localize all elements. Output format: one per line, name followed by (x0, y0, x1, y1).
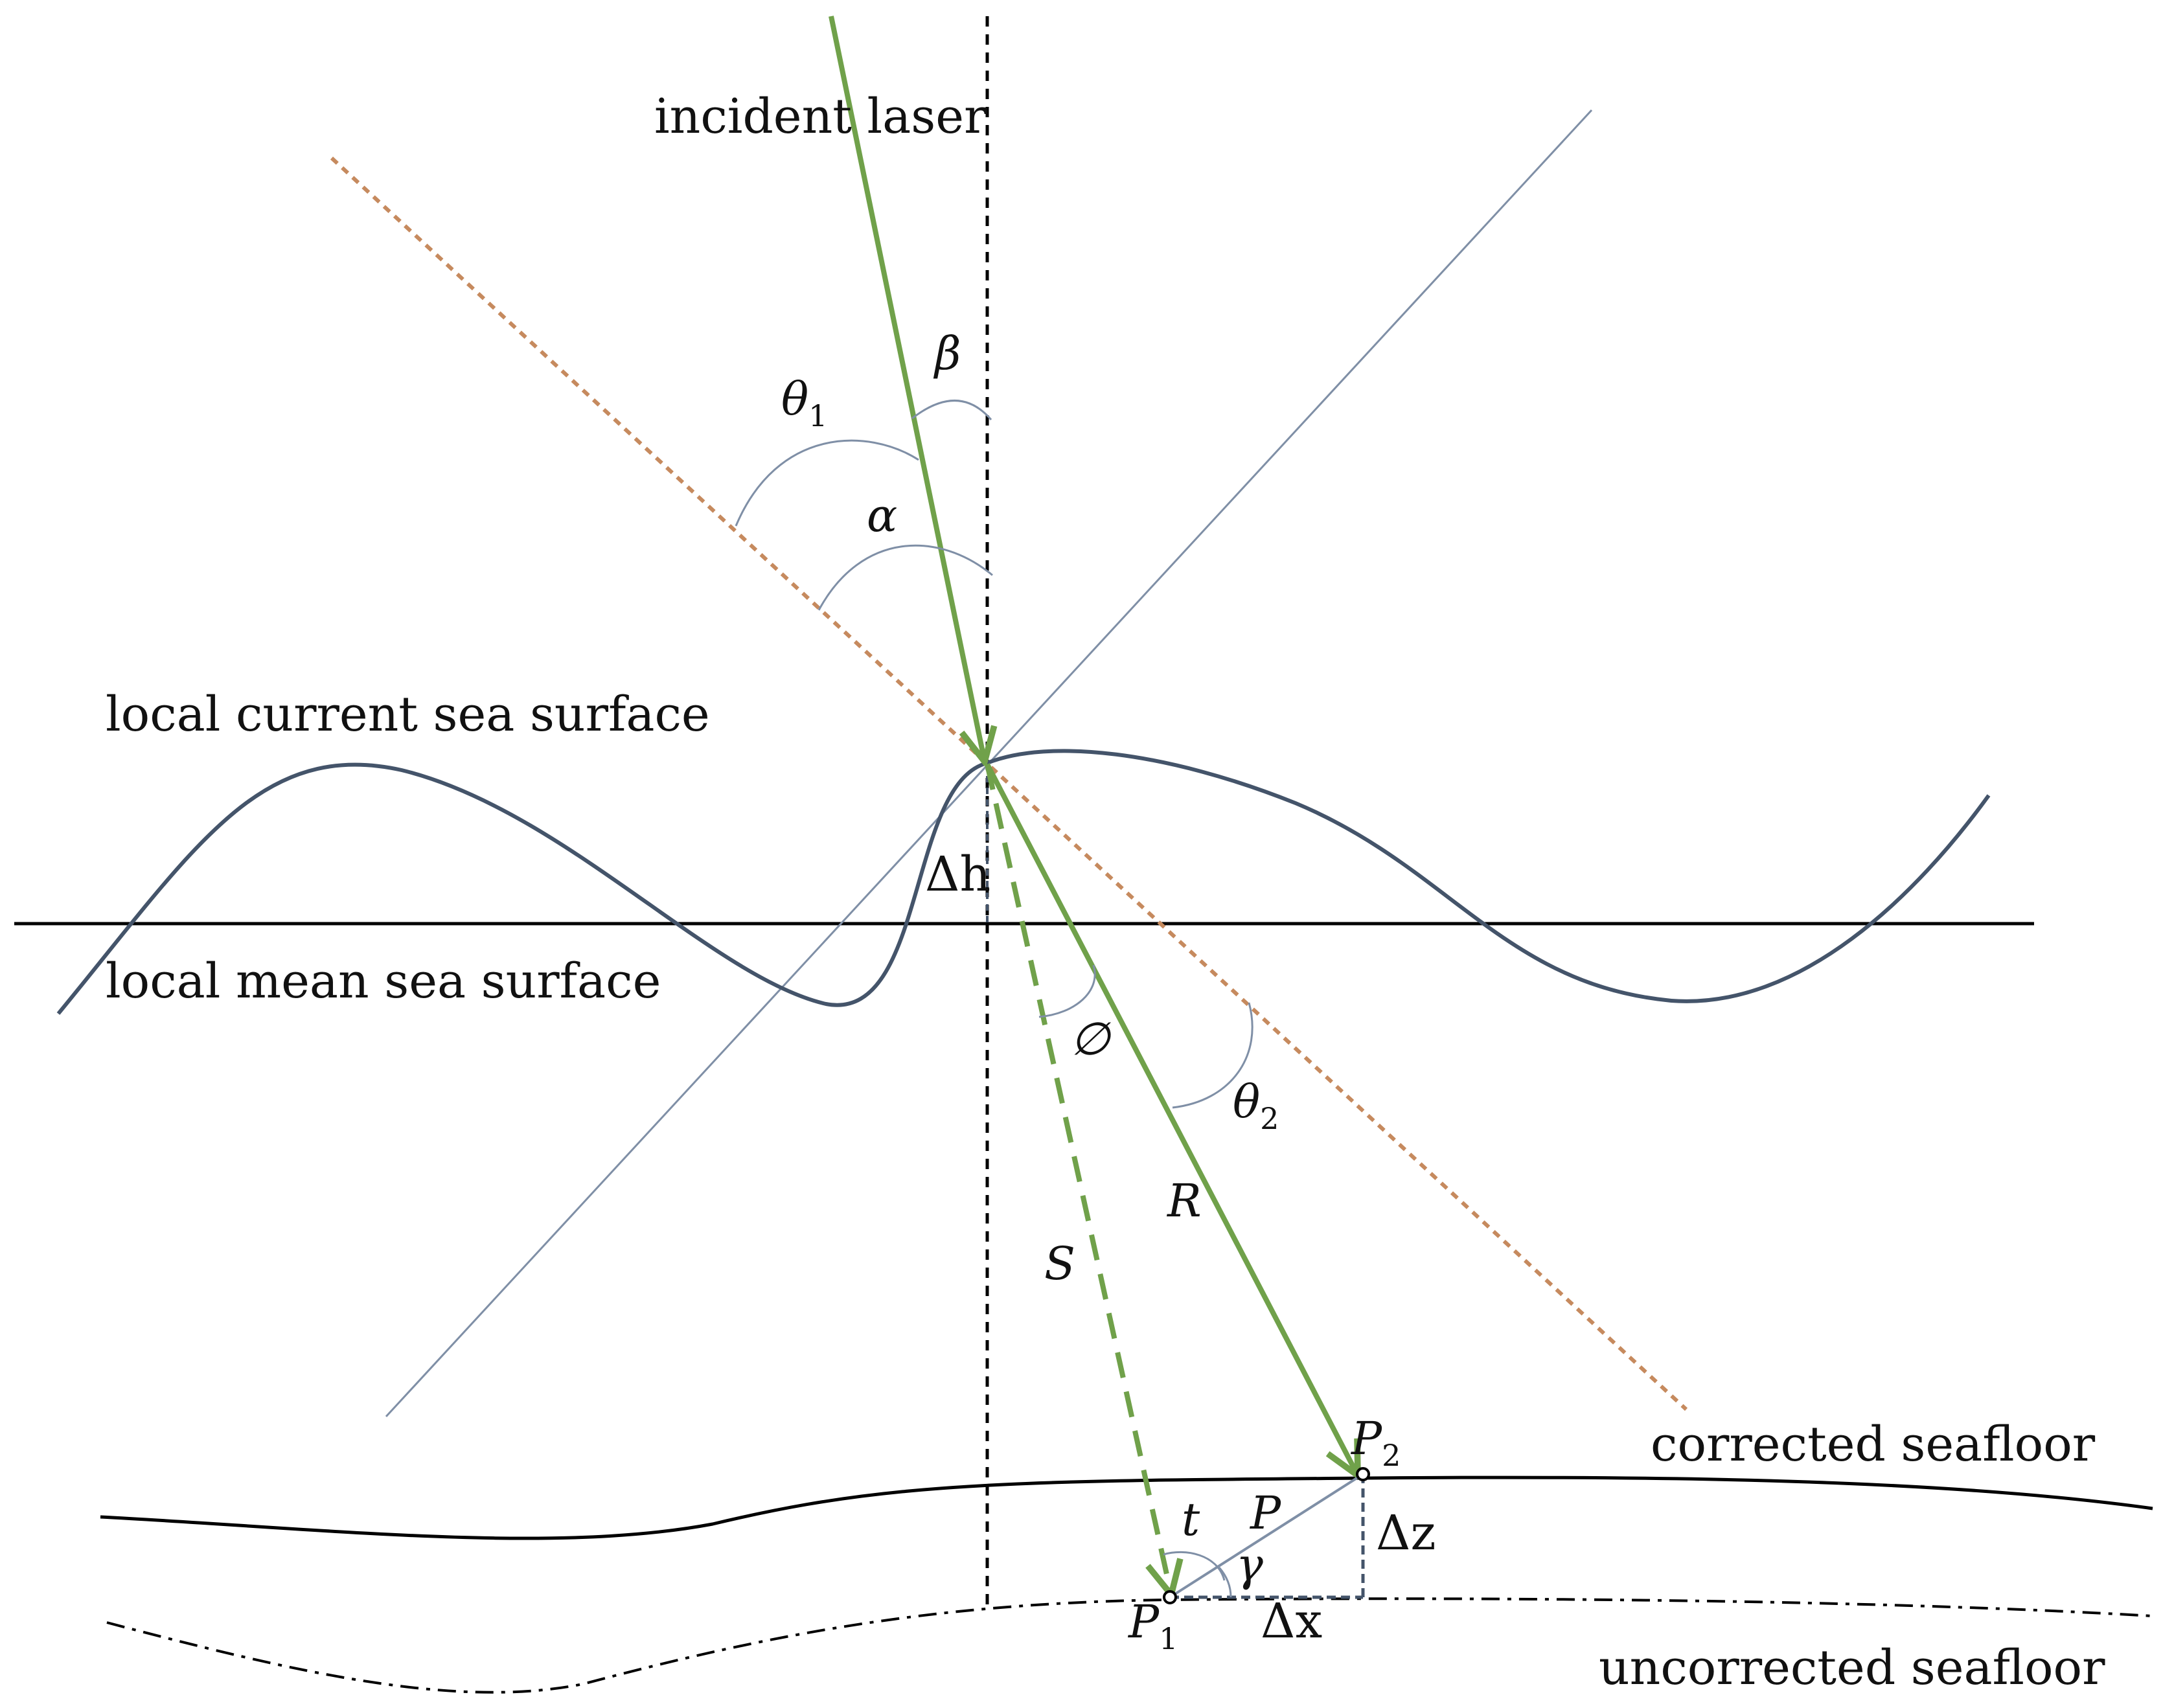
angle-arc-phi (1038, 964, 1096, 1018)
label-uncorrected-seafloor: uncorrected seafloor (1599, 1640, 2105, 1696)
point-P2-marker (1356, 1467, 1370, 1481)
angle-arc-t (1163, 1551, 1226, 1581)
symbol-theta2: θ2 (1233, 1075, 1279, 1136)
uncorrected-ray-S (985, 764, 1171, 1595)
symbol-phi: ∅ (1070, 1012, 1112, 1065)
symbol-alpha: α (867, 489, 897, 542)
symbol-delta-x: Δx (1261, 1593, 1322, 1649)
point-P1-marker (1163, 1590, 1177, 1604)
symbol-delta-z: Δz (1376, 1505, 1436, 1561)
symbol-theta1: θ1 (781, 372, 827, 433)
label-corrected-seafloor: corrected seafloor (1651, 1417, 2096, 1472)
displacement-vector-P (1169, 1473, 1364, 1599)
symbol-t: t (1182, 1493, 1200, 1546)
symbol-S: S (1044, 1237, 1075, 1290)
symbol-beta: β (933, 327, 961, 380)
corrected-seafloor-line (100, 1475, 2153, 1540)
incident-laser-ray (829, 16, 985, 762)
symbol-P1: P1 (1127, 1595, 1178, 1656)
refracted-ray-R (985, 763, 1358, 1475)
symbol-R: R (1166, 1174, 1202, 1227)
label-local-current-sea-surface: local current sea surface (106, 687, 710, 742)
angle-arc-theta1 (735, 439, 919, 527)
label-incident-laser: incident laser (654, 89, 987, 144)
angle-arc-theta2 (1172, 1002, 1253, 1109)
symbol-P: P (1249, 1486, 1282, 1540)
uncorrected-seafloor-line (106, 1597, 2153, 1694)
surface-normal-line (330, 156, 1688, 1411)
symbol-P2: P2 (1350, 1412, 1401, 1473)
symbol-gamma: γ (1236, 1538, 1263, 1591)
label-local-mean-sea-surface: local mean sea surface (106, 953, 661, 1009)
symbol-delta-h: Δh (925, 847, 990, 902)
angle-arc-gamma (1218, 1567, 1232, 1598)
angle-arc-alpha (818, 544, 993, 611)
angle-arc-beta (911, 400, 992, 420)
current-sea-surface-wave (56, 749, 1991, 1015)
